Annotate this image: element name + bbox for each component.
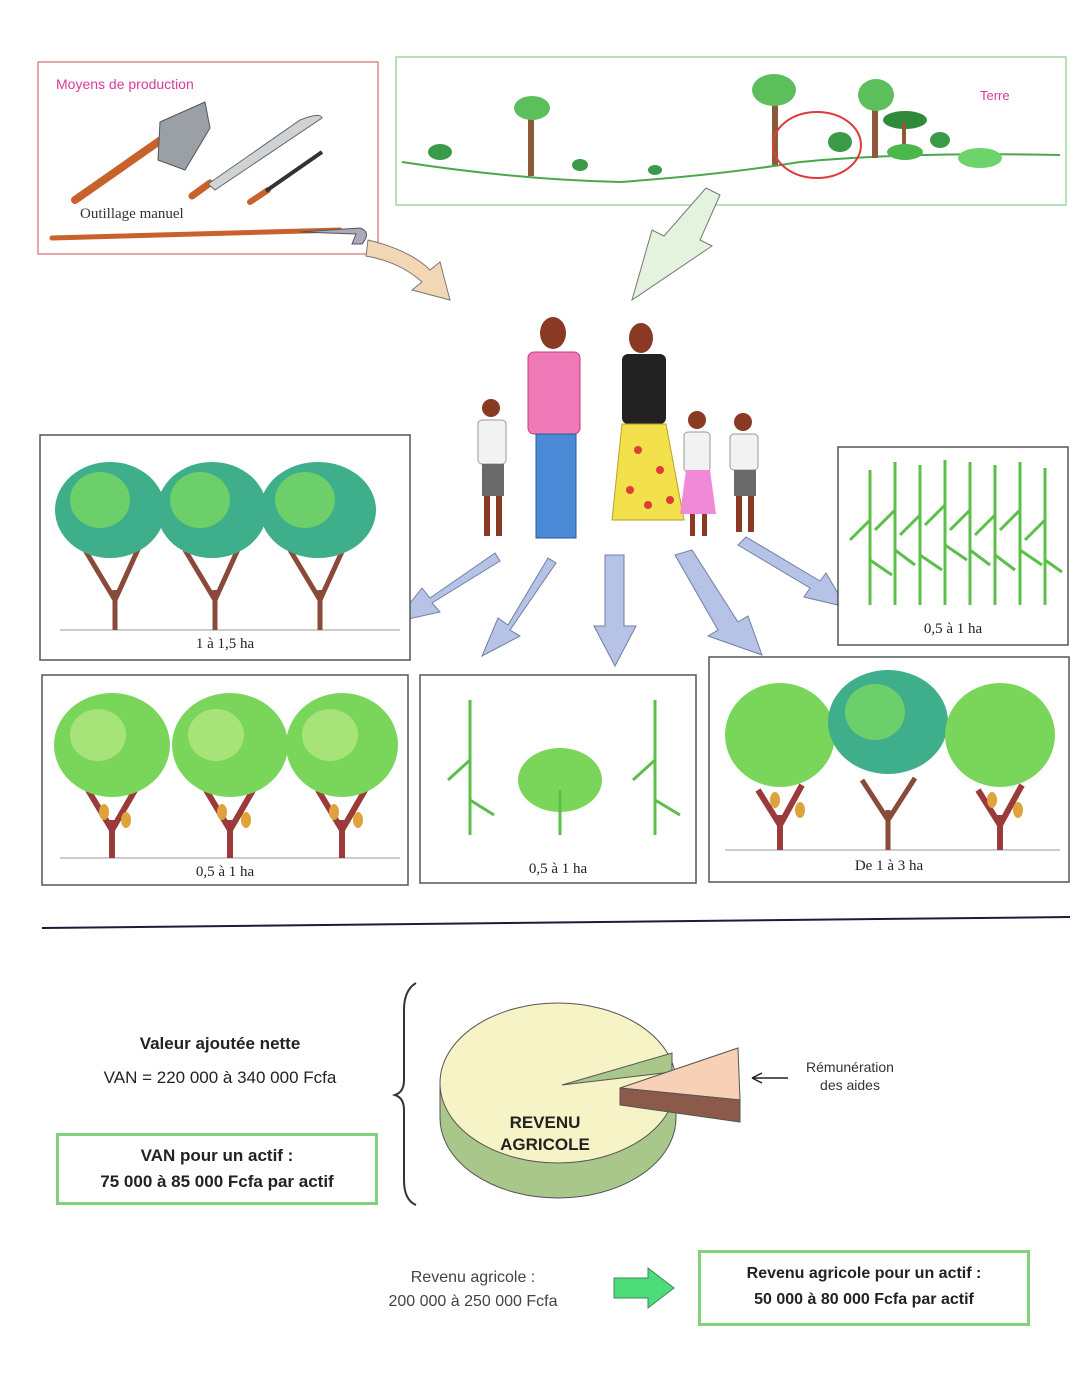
cocoa-tree-icon <box>54 693 400 859</box>
aid-label-line-1: Rémunération <box>806 1059 894 1075</box>
arrow-to-plot-3 <box>593 554 637 668</box>
land-to-family-arrow <box>631 187 721 302</box>
plot-1-area: 1 à 1,5 ha <box>195 636 255 652</box>
land-box <box>395 56 1067 206</box>
aid-pointer-arrow <box>751 1072 788 1084</box>
highlight-circle <box>772 111 862 179</box>
family-illustration <box>477 317 759 539</box>
arrow-to-plot-2 <box>480 557 557 658</box>
production-box <box>37 61 379 255</box>
pie-main-label-line-2: AGRICOLE <box>500 1135 590 1154</box>
plot-3-area: 0,5 à 1 ha <box>195 864 255 880</box>
arrow-to-plot-1 <box>393 552 501 623</box>
van-range: VAN = 220 000 à 340 000 Fcfa <box>103 1068 337 1087</box>
machete-icon <box>188 114 323 200</box>
pie-main-label: REVENU AGRICOLE <box>470 1112 620 1156</box>
land-horizon <box>401 153 1061 184</box>
tools-to-family-arrow <box>365 239 451 301</box>
arrow-to-plot-4 <box>674 549 763 656</box>
aid-label: Rémunération des aides <box>790 1058 910 1094</box>
plot-5-area: De 1 à 3 ha <box>854 858 924 874</box>
income-arrow <box>613 1266 675 1310</box>
aid-label-line-2: des aides <box>820 1077 880 1093</box>
hoe-icon <box>71 101 211 204</box>
knife-icon <box>247 150 324 205</box>
income-per-worker-title: Revenu agricole pour un actif : <box>746 1265 982 1282</box>
income-per-worker-value: 50 000 à 80 000 Fcfa par actif <box>754 1291 974 1308</box>
income-range: 200 000 à 250 000 Fcfa <box>388 1293 558 1310</box>
van-per-worker-title: VAN pour un actif : <box>140 1146 294 1165</box>
income-pie-chart <box>439 1002 741 1199</box>
pie-main-label-line-1: REVENU <box>509 1113 581 1132</box>
income-per-worker-box: Revenu agricole pour un actif : 50 000 à… <box>698 1250 1030 1326</box>
long-blade-tool-icon <box>49 227 367 245</box>
maize-cassava-icon <box>446 700 681 835</box>
tools-label: Outillage manuel <box>80 206 184 222</box>
plot-2-area: 0,5 à 1 ha <box>923 621 983 637</box>
section-divider <box>41 916 1071 929</box>
land-title: Terre <box>980 88 1010 103</box>
plot-box-2 <box>837 446 1069 646</box>
landscape-trees-icon <box>428 74 1002 176</box>
curly-brace <box>391 982 417 1206</box>
van-per-worker-value: 75 000 à 85 000 Fcfa par actif <box>100 1172 334 1191</box>
arrow-to-plot-5 <box>737 536 848 608</box>
van-per-worker-box: VAN pour un actif : 75 000 à 85 000 Fcfa… <box>56 1133 378 1205</box>
palm-tree-icon <box>55 462 400 631</box>
maize-field-icon <box>848 460 1063 605</box>
production-title: Moyens de production <box>56 76 194 92</box>
van-heading: Valeur ajoutée nette <box>139 1034 301 1053</box>
plot-4-area: 0,5 à 1 ha <box>528 861 588 877</box>
aid-slice <box>619 1047 741 1123</box>
income-label: Revenu agricole : <box>410 1269 536 1286</box>
income-summary: Revenu agricole : 200 000 à 250 000 Fcfa <box>348 1266 598 1314</box>
mixed-cocoa-palm-icon <box>725 670 1060 851</box>
